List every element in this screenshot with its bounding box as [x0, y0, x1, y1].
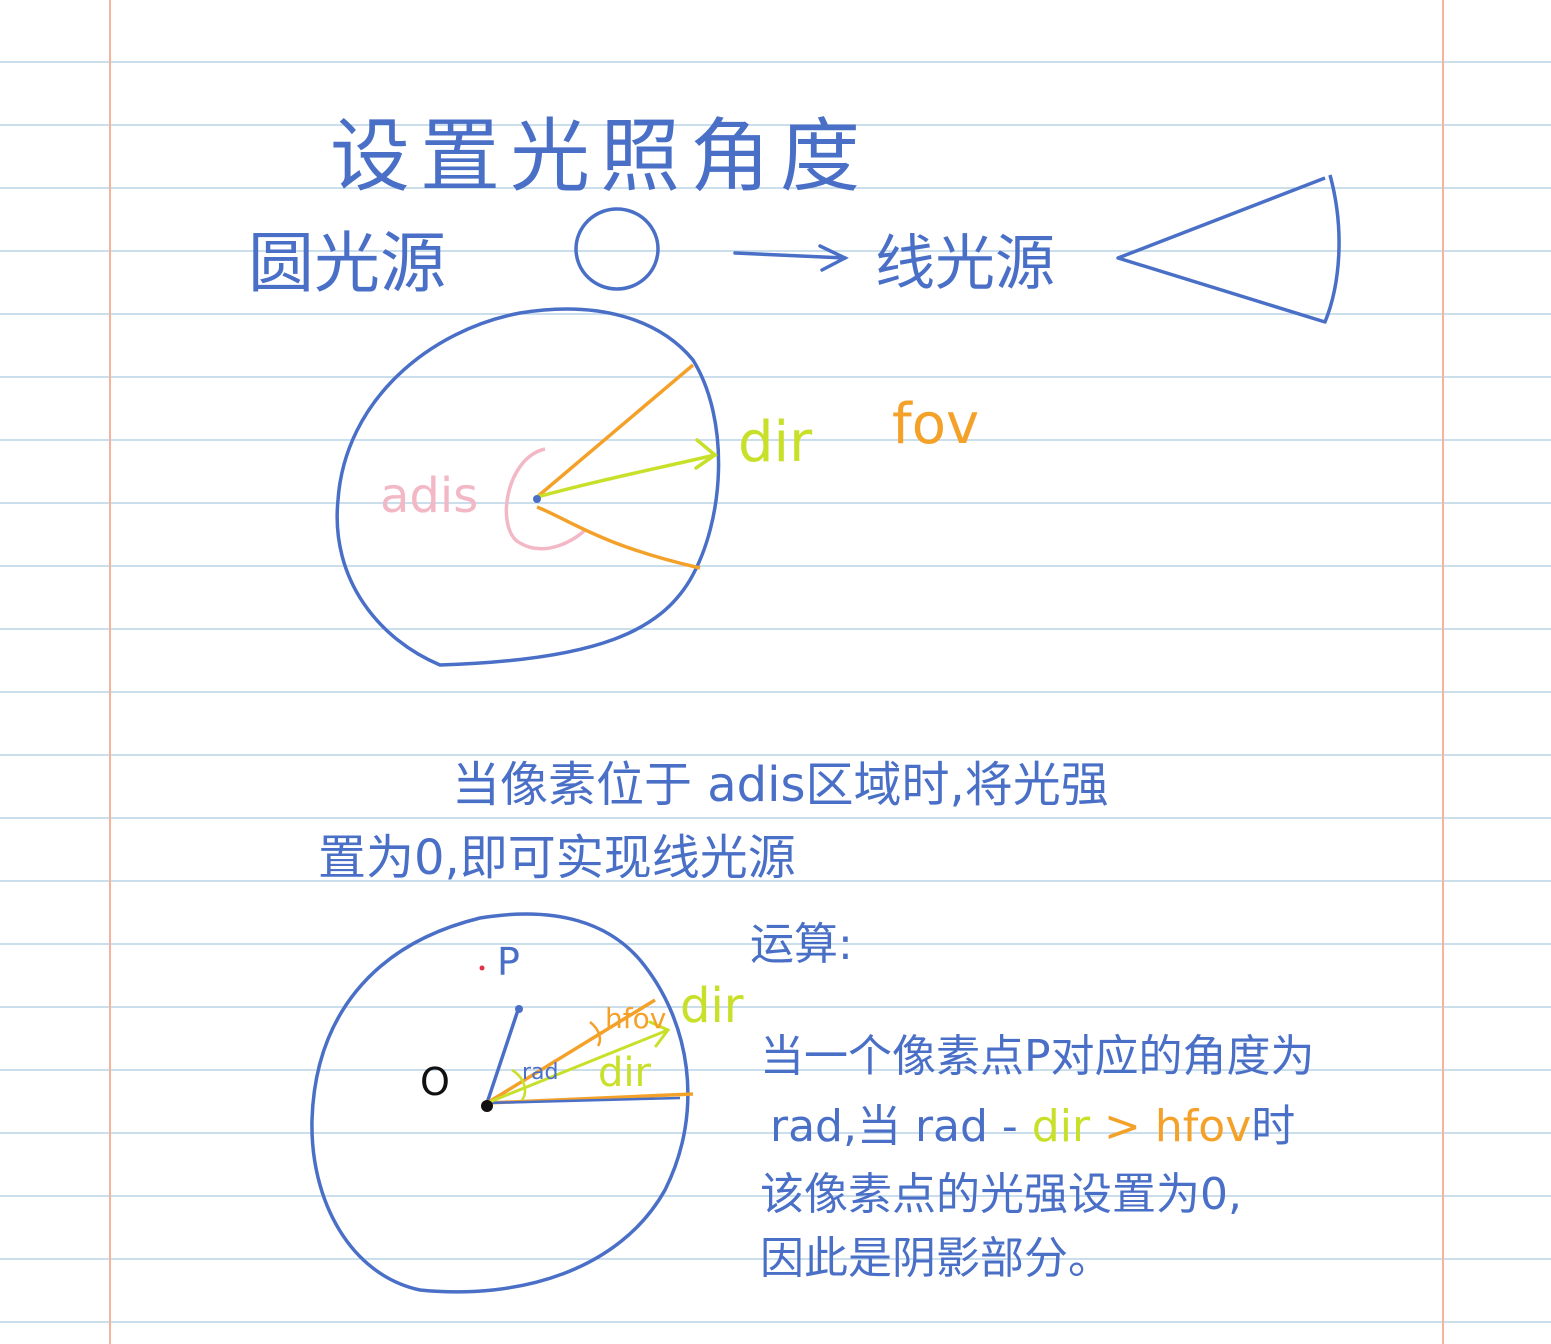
hfov-arc: [589, 1021, 602, 1047]
explanation-line-1: 当像素位于 adis区域时,将光强: [452, 757, 1109, 813]
light-center-dot-1: [533, 495, 541, 503]
p-label: P: [497, 940, 520, 984]
light-center-dot-2: [481, 1100, 493, 1112]
calculation-dir-term: dir: [1031, 1101, 1091, 1152]
fov-upper-ray: [535, 363, 695, 499]
calculation-hfov-term: hfov: [1154, 1101, 1252, 1152]
rad-label: rad: [522, 1060, 559, 1085]
dir-arrow-2: [485, 1020, 671, 1105]
hfov-upper-ray: [486, 998, 656, 1105]
page-title: 设置光照角度: [330, 110, 870, 203]
calculation-line-2-part-a: rad,当 rad -: [770, 1101, 1032, 1152]
calculation-line-4: 因此是阴影部分。: [760, 1233, 1112, 1284]
pixel-ray: [485, 1009, 520, 1104]
line-light-source-label: 线光源: [875, 229, 1055, 299]
calculation-line-2-end: 时: [1251, 1101, 1296, 1152]
adis-label: adis: [380, 468, 479, 524]
light-circle-2: [310, 912, 690, 1294]
adis-arc-1: [504, 447, 587, 551]
calculation-gt-sign: >: [1090, 1101, 1155, 1152]
o-label: O: [420, 1060, 450, 1104]
hfov-label: hfov: [605, 1002, 667, 1035]
pixel-dot: [515, 1005, 523, 1013]
explanation-line-2: 置为0,即可实现线光源: [318, 830, 796, 886]
calculation-line-2: rad,当 rad - dir > hfov时: [770, 1090, 1295, 1154]
circle-light-source-label: 圆光源: [248, 225, 446, 302]
dir-label-1: dir: [738, 410, 813, 475]
ruled-lines: [0, 61, 1551, 1323]
arrow-icon: [733, 244, 849, 272]
fov-label: fov: [892, 392, 980, 457]
fan-shape-icon: [1116, 174, 1341, 324]
dir-lower-label: dir: [598, 1050, 651, 1096]
light-circle-1: [335, 307, 721, 667]
blue-base-ray: [486, 1096, 681, 1105]
calculation-line-1: 当一个像素点P对应的角度为: [760, 1031, 1315, 1082]
fov-lower-ray: [536, 505, 701, 570]
rad-arc: [511, 1068, 527, 1101]
dir-upper-label: dir: [680, 978, 744, 1034]
calculation-line-3: 该像素点的光强设置为0,: [760, 1169, 1242, 1220]
dir-arrow-1: [535, 438, 718, 499]
p-red-dot: [479, 965, 485, 971]
calculation-heading: 运算:: [750, 919, 853, 970]
small-circle-icon: [574, 207, 660, 291]
